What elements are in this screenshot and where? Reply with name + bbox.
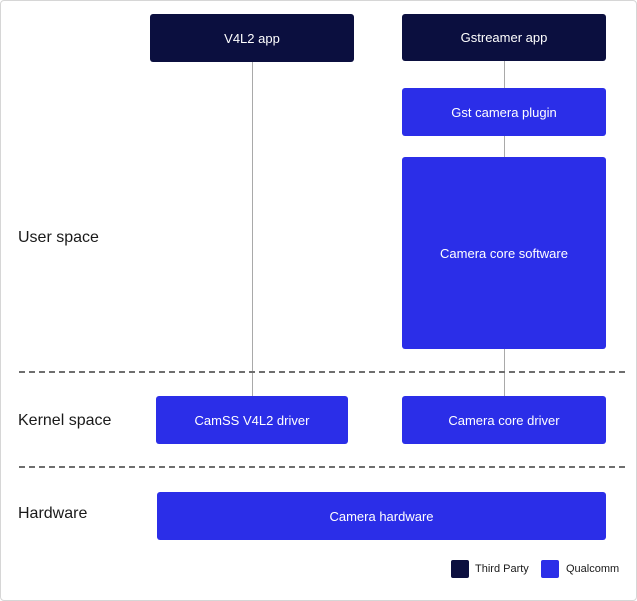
gst-camera-plugin-box: Gst camera plugin (402, 88, 606, 136)
gstreamer-app-box: Gstreamer app (402, 14, 606, 61)
connector-plugin-to-core-software (504, 135, 505, 158)
connector-gstreamer-to-plugin (504, 61, 505, 89)
camera-core-software-box: Camera core software (402, 157, 606, 349)
separator-user-kernel (19, 371, 625, 373)
legend-label-qualcomm: Qualcomm (566, 563, 620, 575)
legend-swatch-qualcomm (541, 560, 559, 578)
layer-label-hardware: Hardware (18, 505, 88, 522)
camss-v4l2-driver-box: CamSS V4L2 driver (156, 396, 348, 444)
v4l2-app-box: V4L2 app (150, 14, 354, 62)
layer-label-user-space: User space (18, 229, 99, 246)
camera-hardware-box: Camera hardware (157, 492, 606, 540)
legend-swatch-third-party (451, 560, 469, 578)
connector-v4l2-to-camss (252, 62, 253, 397)
layer-label-kernel-space: Kernel space (18, 412, 112, 429)
separator-kernel-hardware (19, 466, 625, 468)
legend-label-third-party: Third Party (475, 563, 529, 575)
camera-core-driver-box: Camera core driver (402, 396, 606, 444)
